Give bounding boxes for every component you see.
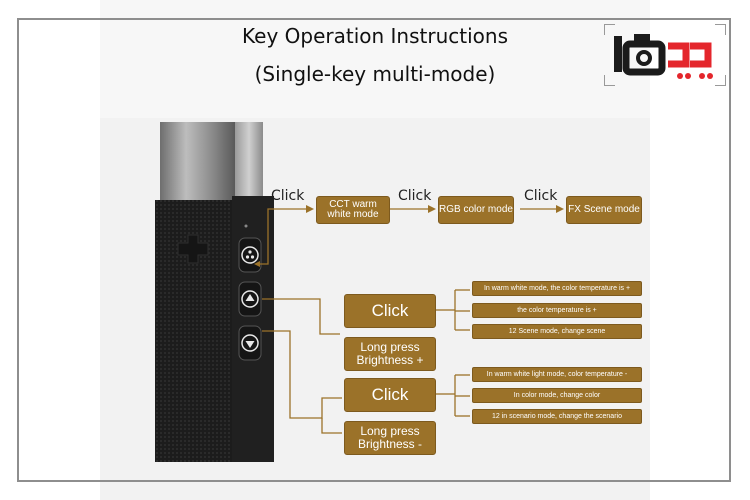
button-down-icon	[238, 325, 262, 361]
up-note-warm-white: In warm white mode, the color temperatur…	[472, 281, 642, 296]
down-note-scenario: 12 in scenario mode, change the scenario	[472, 409, 642, 424]
top-click-label-3: Click	[524, 188, 558, 204]
mode-fx-scene: FX Scene mode	[566, 196, 642, 224]
up-note-color-temp: the color temperature is +	[472, 303, 642, 318]
connector-arrows	[254, 205, 564, 267]
up-long-press-box: Long press Brightness +	[344, 337, 436, 371]
down-click-box: Click	[344, 378, 436, 412]
mode-rgb-color: RGB color mode	[438, 196, 514, 224]
up-note-scene: 12 Scene mode, change scene	[472, 324, 642, 339]
button-power-mode-icon	[238, 237, 262, 273]
outer-frame	[17, 18, 731, 482]
diagram-subtitle: (Single-key multi-mode)	[254, 62, 496, 86]
diagram-title: Key Operation Instructions	[242, 24, 508, 48]
down-note-color-mode: In color mode, change color	[472, 388, 642, 403]
up-click-box: Click	[344, 294, 436, 328]
mode-cct-warm-white: CCT warm white mode	[316, 196, 390, 224]
down-long-press-box: Long press Brightness -	[344, 421, 436, 455]
down-note-warm-white: In warm white light mode, color temperat…	[472, 367, 642, 382]
top-click-label-1: Click	[271, 188, 305, 204]
button-up-icon	[238, 281, 262, 317]
top-click-label-2: Click	[398, 188, 432, 204]
light-stick-device	[155, 122, 274, 462]
brand-logo	[604, 24, 726, 86]
